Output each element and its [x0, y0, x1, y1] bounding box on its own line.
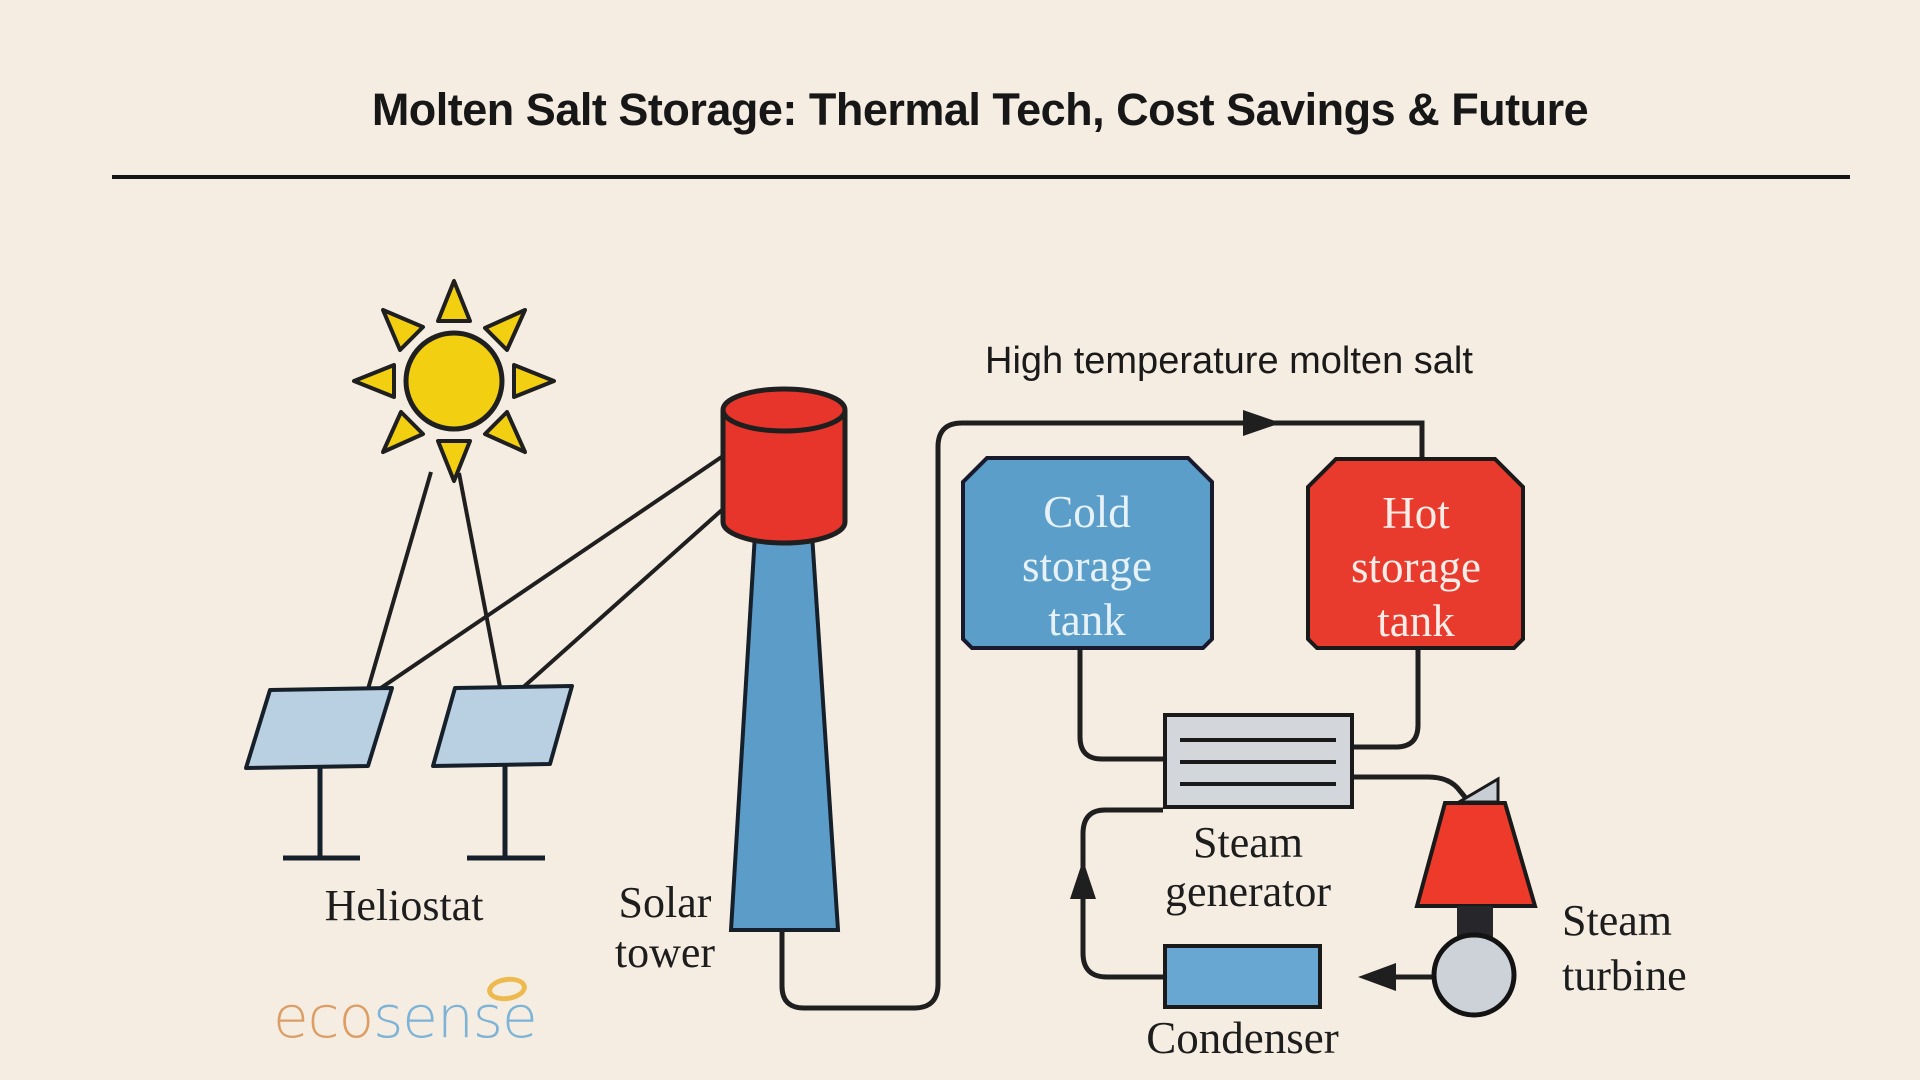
sun-disc: [403, 330, 505, 432]
hot-storage-tank: [1306, 457, 1525, 650]
heliostat-1-mirror: [244, 686, 394, 770]
steam-generator-label: Steam generator: [1164, 818, 1332, 917]
sun-ray-bottom: [436, 439, 472, 483]
condenser-box: [1163, 944, 1322, 1009]
page-title: Molten Salt Storage: Thermal Tech, Cost …: [371, 84, 1589, 135]
sun-ray-right: [512, 363, 556, 399]
sun-beam-2: [457, 472, 502, 688]
receiver-cylinder: [720, 386, 848, 546]
pipe-cold-tank-to-generator: [1077, 648, 1165, 762]
sun-beam-1: [366, 471, 433, 690]
pipe-hot-tank-to-generator: [1352, 648, 1421, 750]
logo-eco-text: eco: [273, 983, 374, 1051]
sun-ray-bottomleft: [381, 410, 425, 454]
pipe-tower-to-hot-tank: [779, 420, 1425, 1011]
sun-ray-bottomright: [483, 410, 527, 454]
steam-turbine-label: Steam turbine: [1562, 896, 1687, 1000]
reflected-beam-2: [517, 507, 725, 693]
heliostat-2-mirror: [431, 684, 574, 768]
logo-sense-text: sense: [373, 983, 538, 1051]
heliostat-label: Heliostat: [324, 881, 484, 930]
condenser-label: Condenser: [1146, 1013, 1339, 1063]
arrowhead-left-icon: [1358, 963, 1396, 991]
solar-tower-shaft: [728, 532, 841, 932]
turbine-generator-circle: [1431, 932, 1517, 1018]
turbine-flag: [1453, 776, 1500, 804]
title-divider: [112, 175, 1850, 179]
sun-ray-topright: [483, 308, 527, 352]
sun-icon: [352, 279, 556, 483]
reflected-beam-1: [370, 454, 725, 696]
flow-label: High temperature molten salt: [985, 340, 1473, 382]
heliostat-group: [244, 684, 574, 861]
solar-tower-label: Solar tower: [614, 878, 716, 978]
sun-ray-left: [352, 363, 396, 399]
steam-turbine-group: [1414, 776, 1538, 1018]
turbine-trapezoid: [1414, 801, 1538, 908]
steam-generator-box: [1163, 713, 1354, 809]
sun-ray-topleft: [381, 308, 425, 352]
arrowhead-up-icon: [1070, 860, 1096, 899]
ecosense-logo: ecosense: [273, 988, 538, 1046]
cold-tank-label: Cold storage tank: [1022, 487, 1152, 645]
pipe-generator-to-turbine: [1352, 774, 1471, 804]
sun-ray-top: [436, 279, 472, 323]
hot-tank-label: Hot storage tank: [1351, 488, 1481, 646]
arrowhead-right-icon: [1243, 410, 1281, 436]
cold-storage-tank: [961, 456, 1214, 650]
